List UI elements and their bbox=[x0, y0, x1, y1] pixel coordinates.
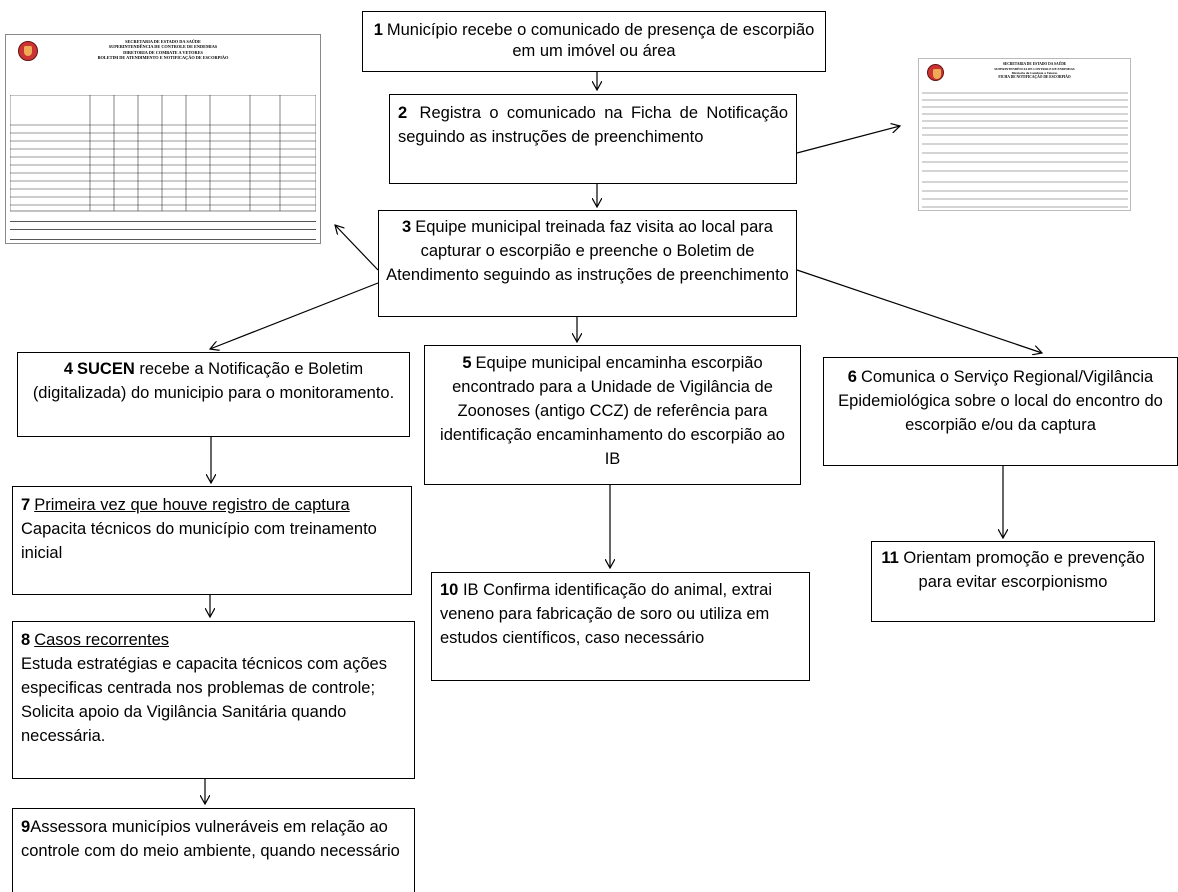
ficha-header-line: SECRETARIA DE ESTADO DA SAÚDE bbox=[1002, 62, 1067, 66]
step-number: 7 bbox=[21, 496, 31, 514]
ficha-header-line: SUPERINTENDÊNCIA DE CONTROLE DE ENDEMIAS bbox=[994, 66, 1075, 71]
ficha-form-image: SECRETARIA DE ESTADO DA SAÚDE SUPERINTEN… bbox=[918, 58, 1131, 211]
step-number: 11 bbox=[881, 549, 899, 567]
step-number: 8 bbox=[21, 631, 31, 649]
seal-icon bbox=[18, 41, 38, 61]
step-text: Capacita técnicos do município com trein… bbox=[21, 520, 377, 562]
boletim-header-line: DIRETORIA DE COMBATE A VETORES bbox=[123, 49, 203, 55]
boletim-header-line: BOLETIM DE ATENDIMENTO E NOTIFICAÇÃO DE … bbox=[97, 55, 229, 61]
step-11-box: 11 Orientam promoção e prevenção para ev… bbox=[871, 541, 1155, 622]
boletim-header-line: SUPERINTENDÊNCIA DE CONTROLE DE ENDEMIAS bbox=[108, 44, 218, 50]
step-text: IB Confirma identificação do animal, ext… bbox=[440, 581, 773, 647]
step-title: Casos recorrentes bbox=[34, 631, 169, 649]
step-title: Primeira vez que houve registro de captu… bbox=[34, 496, 350, 514]
boletim-form-image: SECRETARIA DE ESTADO DA SAÚDE SUPERINTEN… bbox=[5, 34, 321, 244]
boletim-table bbox=[10, 95, 316, 212]
step-text: Orientam promoção e prevenção para evita… bbox=[898, 549, 1145, 591]
seal-icon bbox=[927, 64, 944, 81]
step-text: Equipe municipal encaminha escorpião enc… bbox=[440, 354, 785, 468]
step-2-box: 2 Registra o comunicado na Ficha de Noti… bbox=[389, 94, 797, 184]
step-number: 4 bbox=[63, 360, 74, 378]
step-number: 1 bbox=[373, 21, 383, 39]
step-text: Equipe municipal treinada faz visita ao … bbox=[386, 218, 789, 284]
step-number: 6 bbox=[847, 368, 857, 386]
step-10-box: 10 IB Confirma identificação do animal, … bbox=[431, 572, 810, 681]
arrow-3-to-boletim bbox=[335, 225, 379, 271]
arrow-3-to-4 bbox=[210, 282, 379, 349]
step-text: Registra o comunicado na Ficha de Notifi… bbox=[398, 104, 788, 146]
step-9-box: 9Assessora municípios vulneráveis em rel… bbox=[12, 808, 415, 892]
arrow-2-to-ficha bbox=[796, 126, 900, 154]
arrow-3-to-6 bbox=[796, 269, 1042, 353]
ficha-header-line: Diretoria de Combate a Vetores bbox=[1011, 70, 1058, 75]
step-number: 2 bbox=[398, 104, 408, 122]
ficha-lines bbox=[922, 92, 1128, 208]
step-text: Assessora municípios vulneráveis em rela… bbox=[21, 818, 400, 860]
step-number: 3 bbox=[402, 218, 412, 236]
step-text: Estuda estratégias e capacita técnicos c… bbox=[21, 655, 387, 745]
ficha-header-line: FICHA DE NOTIFICAÇÃO DE ESCORPIÃO bbox=[998, 75, 1071, 80]
step-number: 10 bbox=[440, 581, 459, 599]
step-text: Município recebe o comunicado de presenç… bbox=[386, 21, 815, 60]
sucen-label: SUCEN bbox=[77, 360, 135, 378]
boletim-header-line: SECRETARIA DE ESTADO DA SAÚDE bbox=[125, 39, 201, 44]
step-number: 9 bbox=[21, 818, 31, 836]
step-text: recebe a Notificação e Boletim (digitali… bbox=[32, 360, 395, 402]
step-number: 5 bbox=[462, 354, 472, 372]
step-text: Comunica o Serviço Regional/Vigilância E… bbox=[838, 368, 1163, 434]
